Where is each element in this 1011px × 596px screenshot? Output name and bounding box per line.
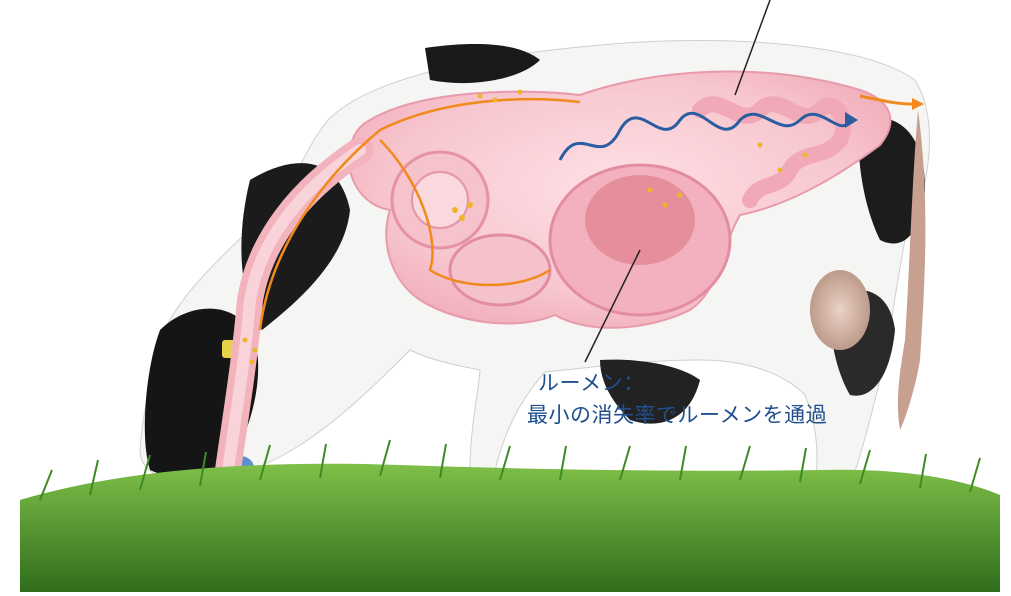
cow-udder <box>810 270 870 350</box>
grass-ground <box>20 464 1000 592</box>
rumen-label-description: 最小の消失率でルーメンを通過 <box>527 400 827 430</box>
rumen-label-title: ルーメン： <box>538 368 645 398</box>
abomasum <box>450 235 550 305</box>
